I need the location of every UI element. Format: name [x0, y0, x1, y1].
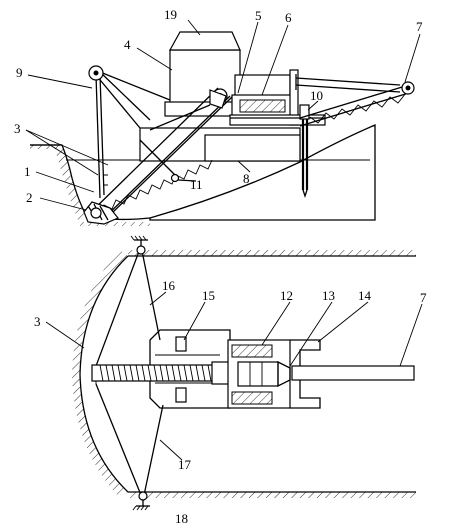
label-7-lower: 7 [420, 290, 427, 305]
label-2: 2 [26, 190, 33, 205]
label-17: 17 [178, 457, 192, 472]
label-1: 1 [24, 164, 31, 179]
label-11: 11 [190, 177, 203, 192]
label-16: 16 [162, 278, 176, 293]
cutter-head [83, 201, 119, 225]
label-19: 19 [164, 7, 177, 22]
deck-platform [229, 114, 326, 126]
label-18: 18 [175, 511, 188, 526]
label-10: 10 [310, 88, 323, 103]
label-9: 9 [16, 65, 23, 80]
label-12: 12 [280, 288, 293, 303]
label-13: 13 [322, 288, 335, 303]
pump-grille [239, 99, 286, 113]
channel-walls [72, 250, 416, 498]
label-6: 6 [285, 10, 292, 25]
label-3-lower: 3 [34, 314, 41, 329]
label-14: 14 [358, 288, 372, 303]
hoist-chute [139, 89, 227, 183]
label-8: 8 [243, 171, 250, 186]
discharge-conveyor [295, 74, 415, 127]
anchor-cables [95, 245, 164, 501]
label-5: 5 [255, 8, 262, 23]
label-7-upper: 7 [416, 19, 423, 34]
upper-labels: 19 4 5 6 7 9 10 3 1 2 11 8 [14, 7, 423, 211]
lower-labels: 16 15 12 13 14 7 3 17 18 [34, 278, 427, 526]
lower-view: 16 15 12 13 14 7 3 17 18 [34, 235, 427, 526]
label-3-upper: 3 [14, 121, 21, 136]
label-15: 15 [202, 288, 215, 303]
label-4: 4 [124, 37, 131, 52]
pump-unit [231, 69, 299, 126]
pontoon-hull [139, 127, 301, 162]
upper-view: 19 4 5 6 7 9 10 3 1 2 11 8 [14, 7, 423, 226]
discharge-pipe-plan [291, 365, 415, 381]
anchor-bottom [132, 491, 150, 511]
gantry-frame [88, 65, 171, 199]
screw-ladder [91, 361, 233, 385]
pump-block-plan [227, 339, 291, 409]
anchor-top [130, 235, 148, 255]
spud-pile [299, 104, 310, 199]
